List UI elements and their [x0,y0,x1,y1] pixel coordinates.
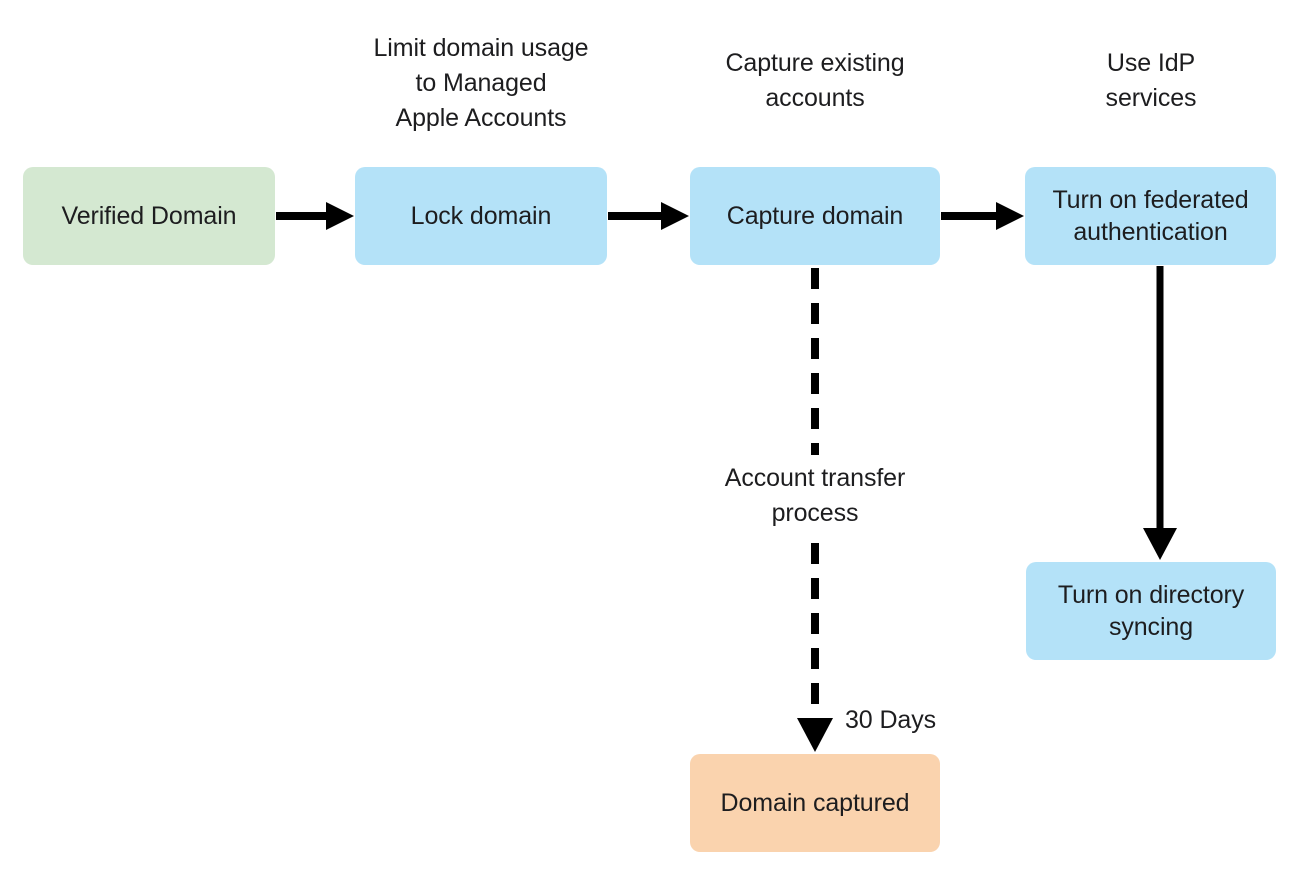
edge-label-30-days: 30 Days [845,706,937,734]
edge-lock-domain-to-capture-domain [608,202,689,230]
node-turn-on-directory-syncing[interactable]: Turn on directory syncing [1026,562,1276,660]
caption-lock-domain: Limit domain usage to Managed Apple Acco… [373,34,589,132]
edge-verified-domain-to-lock-domain [276,202,354,230]
node-turn-on-federated-authentication[interactable]: Turn on federated authentication [1025,167,1276,265]
node-lock-domain[interactable]: Lock domain [355,167,607,265]
node-capture-domain[interactable]: Capture domain [690,167,940,265]
edge-federated-auth-to-directory-syncing [1143,266,1177,560]
caption-account-transfer: Account transfer process [724,464,906,527]
caption-federated-auth: Use IdP services [1105,49,1197,112]
node-verified-domain[interactable]: Verified Domain [23,167,275,265]
caption-capture-domain: Capture existing accounts [725,49,905,112]
edge-capture-domain-to-federated-auth [941,202,1024,230]
node-domain-captured[interactable]: Domain captured [690,754,940,852]
